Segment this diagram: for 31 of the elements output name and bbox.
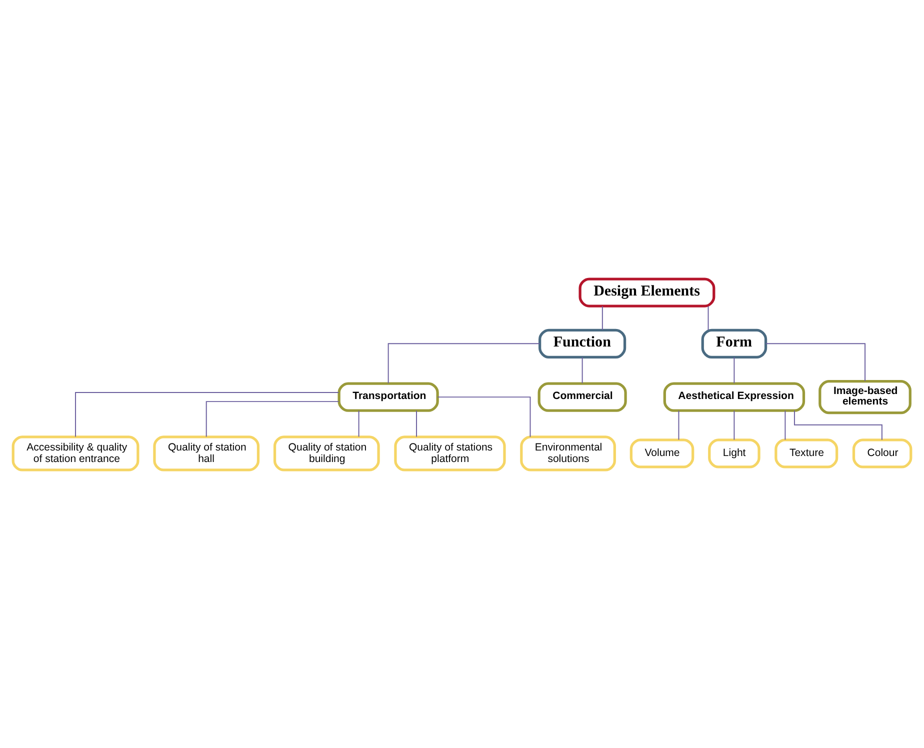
node-box: Accessibility & quality of station entrance — [12, 435, 140, 471]
node-box: Colour — [852, 438, 912, 468]
node-box: Quality of station building — [273, 435, 380, 471]
node-box: Function — [538, 328, 626, 358]
connector — [75, 392, 340, 437]
node-box: Quality of stations platform — [394, 435, 506, 471]
node-box: Commercial — [538, 382, 627, 412]
node-box: Aesthetical Expression — [663, 382, 806, 412]
connector — [388, 342, 540, 384]
connector — [765, 342, 866, 382]
connector — [708, 305, 709, 330]
connector — [437, 396, 531, 437]
node-box: Quality of station hall — [153, 435, 260, 471]
node-box: Transportation — [338, 382, 439, 412]
connector — [602, 305, 603, 330]
connector — [678, 410, 680, 440]
connector — [734, 356, 735, 384]
node-box: Light — [708, 438, 760, 468]
connector — [416, 410, 417, 437]
connector — [582, 356, 583, 384]
node-box: Texture — [774, 438, 838, 468]
node-box: Image-based elements — [818, 379, 912, 414]
node-box: Form — [701, 328, 768, 358]
node-box: Environmental solutions — [520, 435, 616, 471]
connector — [784, 410, 786, 440]
connector — [358, 410, 360, 437]
node-box: Design Elements — [578, 277, 716, 307]
connector — [794, 410, 882, 440]
connector — [734, 410, 735, 440]
connector — [206, 400, 340, 437]
node-box: Volume — [630, 438, 694, 468]
